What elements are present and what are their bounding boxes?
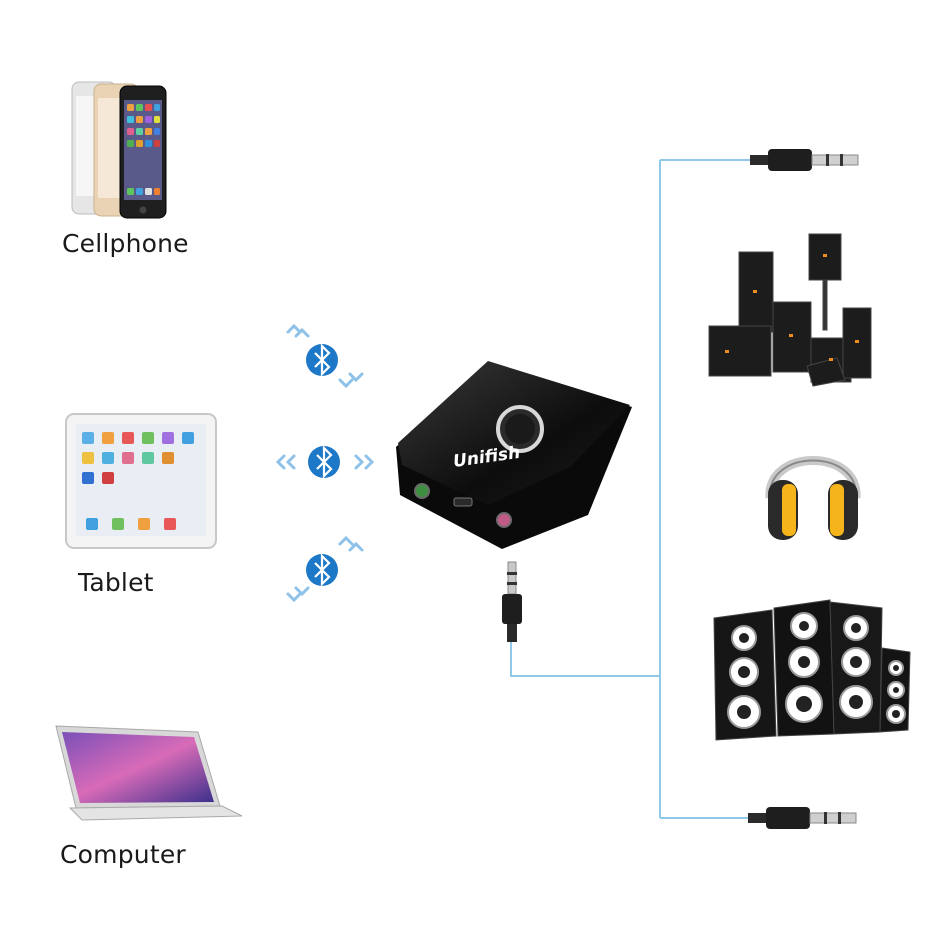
audio-jack-icon bbox=[748, 807, 857, 829]
cellphone-icon bbox=[71, 81, 167, 219]
computer-label: Computer bbox=[60, 840, 186, 869]
green-audio-port bbox=[414, 483, 430, 499]
bluetooth-icon bbox=[306, 553, 338, 587]
micro-usb-port bbox=[453, 497, 473, 507]
audio-jack-icon bbox=[750, 149, 859, 171]
tablet-label: Tablet bbox=[78, 568, 154, 597]
bluetooth-icon bbox=[306, 343, 338, 377]
bluetooth-signals bbox=[275, 323, 375, 603]
speaker-icon bbox=[708, 233, 872, 387]
pink-audio-port bbox=[496, 512, 512, 528]
speaker-icon bbox=[713, 599, 911, 741]
bluetooth-icon bbox=[308, 445, 340, 479]
jack-cable-line bbox=[510, 640, 660, 677]
cellphone-label: Cellphone bbox=[62, 229, 189, 258]
tablet-icon bbox=[65, 413, 217, 549]
bluetooth-adapter-device: Unifish bbox=[396, 361, 632, 549]
headphones-icon bbox=[765, 456, 861, 540]
laptop-icon bbox=[55, 725, 243, 821]
audio-jack-icon bbox=[502, 561, 522, 642]
